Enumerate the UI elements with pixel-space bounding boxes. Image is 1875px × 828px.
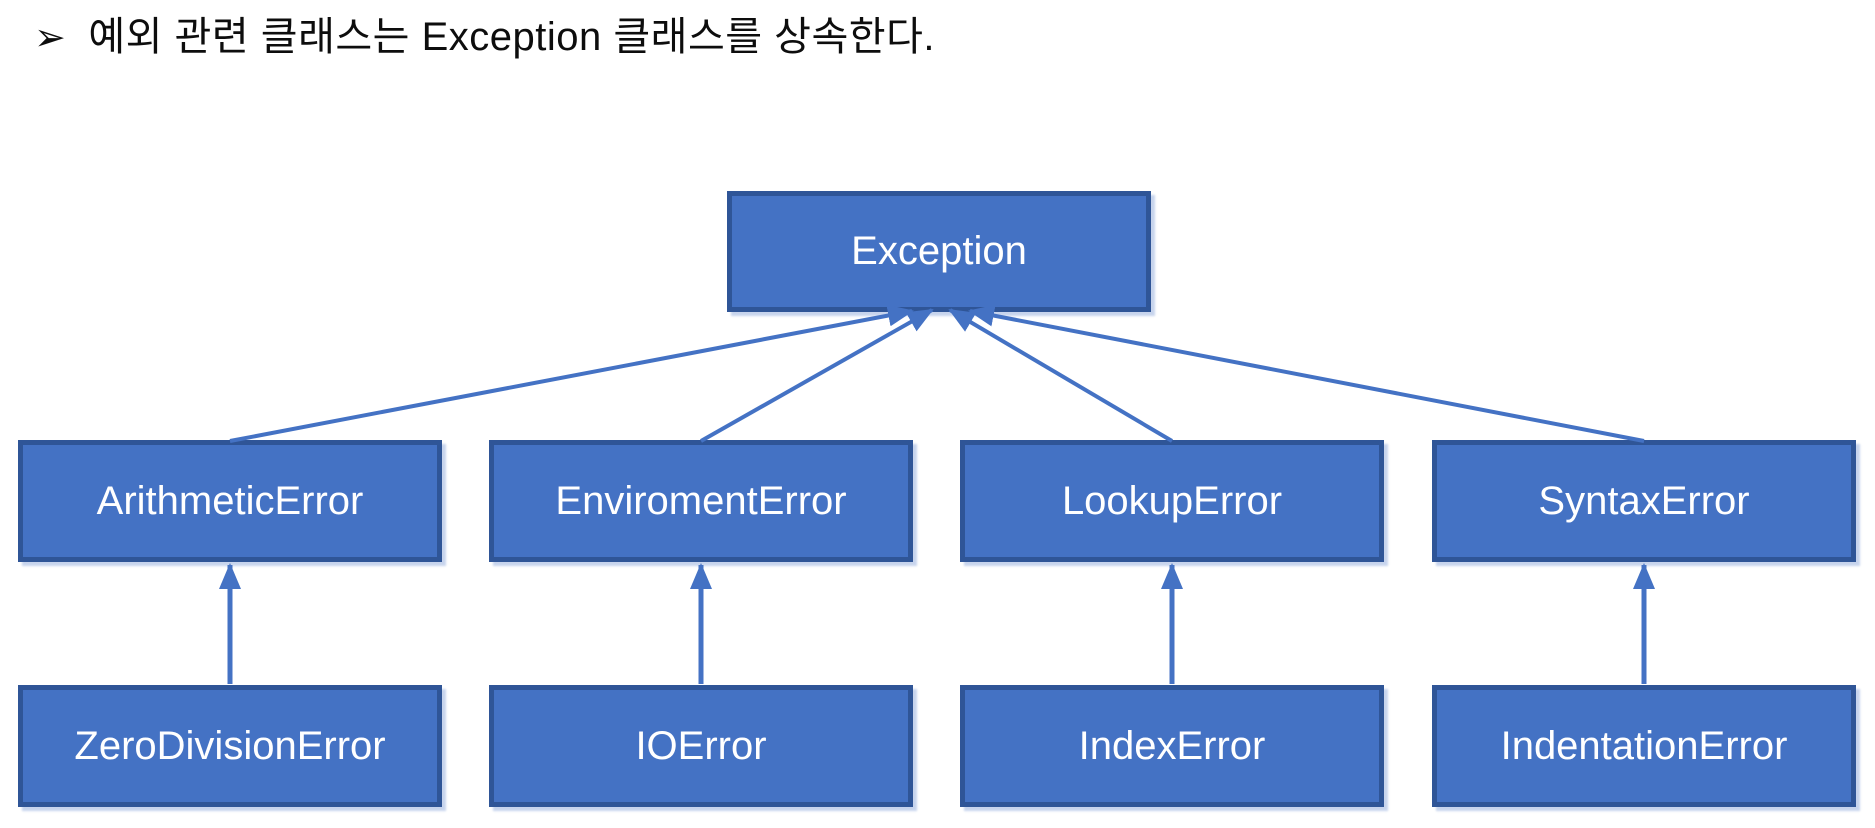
node-label: SyntaxError [1538,478,1750,523]
node-indexerror: IndexError [960,685,1384,807]
arrow-lookuperror-to-exception [948,308,1174,443]
node-label: IndentationError [1500,723,1788,768]
node-label: IOError [635,723,767,768]
slide-title-text: 예외 관련 클래스는 Exception 클래스를 상속한다. [88,15,935,59]
arrow-syntaxerror-to-exception [968,304,1645,443]
node-indentationerror: IndentationError [1432,685,1856,807]
node-exception: Exception [727,191,1151,312]
arrow-enviromenterror-to-exception [700,308,934,443]
node-lookuperror: LookupError [960,440,1384,562]
node-label: IndexError [1078,723,1266,768]
node-label: EnviromentError [555,478,847,523]
node-arithmeticerror: ArithmeticError [18,440,442,562]
node-syntaxerror: SyntaxError [1432,440,1856,562]
arrowhead-bullet-icon: ➢ [34,17,67,59]
node-label: ZeroDivisionError [74,723,386,768]
node-label: Exception [851,229,1027,273]
arrow-arithmeticerror-to-exception [229,304,914,443]
slide-title: ➢ 예외 관련 클래스는 Exception 클래스를 상속한다. [34,12,935,63]
node-ioerror: IOError [489,685,913,807]
node-zerodivisionerror: ZeroDivisionError [18,685,442,807]
node-enviromenterror: EnviromentError [489,440,913,562]
node-label: LookupError [1061,478,1283,523]
node-label: ArithmeticError [96,478,364,523]
